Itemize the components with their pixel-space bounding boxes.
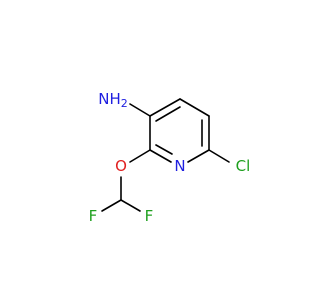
bond-c4-c5	[179, 98, 210, 117]
chlorine-label: Cl	[236, 157, 251, 175]
bond-c4-c5-double	[155, 106, 181, 122]
bond-c2-o	[129, 149, 151, 163]
fluorine-left-label: F	[89, 207, 98, 225]
bond-c3-c4	[149, 98, 181, 117]
bonds	[101, 98, 230, 212]
ring-nitrogen-label: N	[174, 157, 185, 175]
fluorine-right-label: F	[145, 207, 154, 225]
ether-oxygen-label: O	[115, 157, 127, 175]
bond-c6-cl	[208, 149, 230, 163]
amine-subscript: 2	[121, 97, 128, 110]
bond-n1-c2-double	[155, 144, 173, 155]
bond-c6-n1	[187, 149, 210, 163]
bond-n1-c2	[149, 149, 172, 163]
bond-chf2-f-right	[120, 199, 141, 212]
amine-text: NH	[98, 90, 121, 108]
bond-c3-nh2	[129, 103, 151, 117]
atom-labels: NH2 N Cl O F F	[89, 90, 251, 225]
amine-label: NH2	[98, 90, 128, 110]
bond-chf2-f-left	[101, 199, 122, 212]
molecule-structure: NH2 N Cl O F F	[89, 90, 251, 225]
